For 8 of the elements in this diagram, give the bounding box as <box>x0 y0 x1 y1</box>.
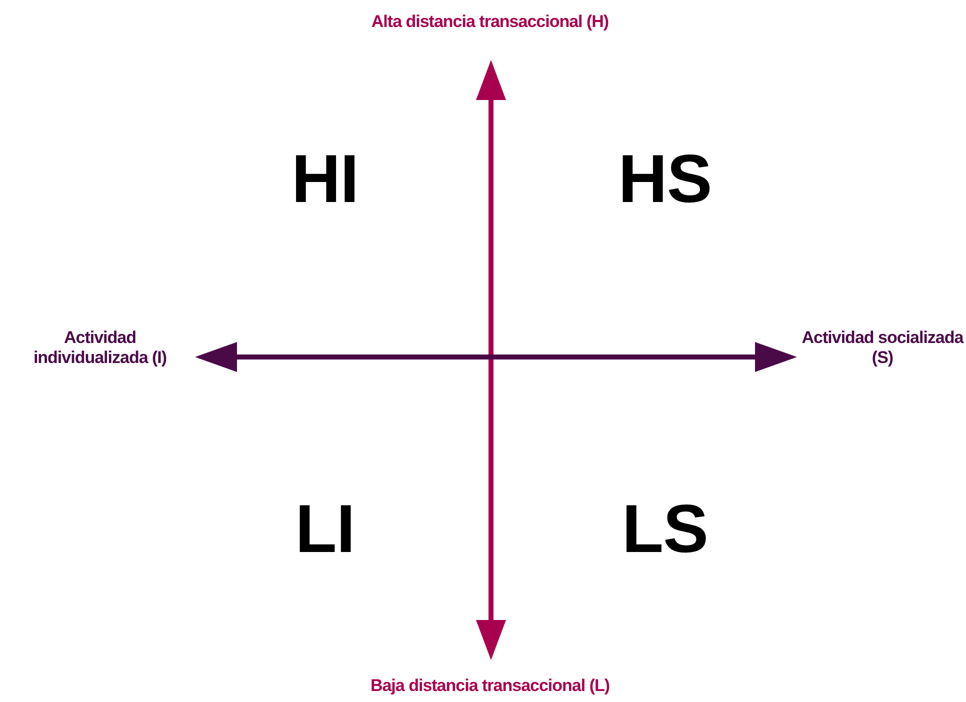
axis-label: Actividad individualizada (I) <box>32 328 168 368</box>
axis-label: Alta distancia transaccional (H) <box>370 12 610 32</box>
quadrant-label: LI <box>294 490 356 568</box>
quadrant-label: HS <box>617 140 713 218</box>
quadrant-label: LS <box>621 490 709 568</box>
axis-label: Actividad socializada (S) <box>800 328 965 368</box>
axis-label: Baja distancia transaccional (L) <box>369 676 611 696</box>
quadrant-label: HI <box>290 140 360 218</box>
